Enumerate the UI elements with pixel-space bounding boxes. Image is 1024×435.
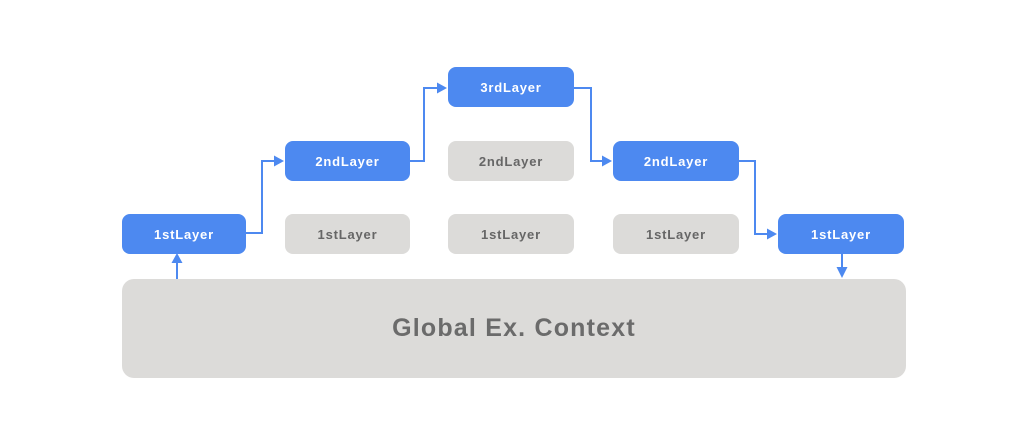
- arrowhead-down-icon: [836, 267, 848, 278]
- global-execution-context-box: Global Ex. Context: [122, 279, 906, 378]
- node-3rd-layer-active: 3rdLayer: [448, 67, 574, 107]
- arrowhead-up-icon: [171, 253, 183, 263]
- arrow-2nd-to-3rd: [410, 87, 438, 162]
- arrow-1st-to-2nd-left: [246, 160, 275, 234]
- node-2nd-layer-inactive-middle: 2ndLayer: [448, 141, 574, 181]
- node-2nd-layer-active-right: 2ndLayer: [613, 141, 739, 181]
- node-1st-layer-inactive-col4: 1stLayer: [613, 214, 739, 254]
- arrowhead-right-icon: [437, 82, 447, 94]
- node-1st-layer-inactive-col3: 1stLayer: [448, 214, 574, 254]
- node-1st-layer-inactive-col2: 1stLayer: [285, 214, 410, 254]
- arrowhead-right-icon: [767, 228, 777, 240]
- node-2nd-layer-active-left: 2ndLayer: [285, 141, 410, 181]
- node-1st-layer-active-left: 1stLayer: [122, 214, 246, 254]
- node-1st-layer-active-right: 1stLayer: [778, 214, 904, 254]
- arrow-2nd-to-1st-right: [739, 160, 768, 235]
- arrowhead-right-icon: [602, 155, 612, 167]
- arrowhead-right-icon: [274, 155, 284, 167]
- arrow-3rd-to-2nd-right: [574, 87, 603, 162]
